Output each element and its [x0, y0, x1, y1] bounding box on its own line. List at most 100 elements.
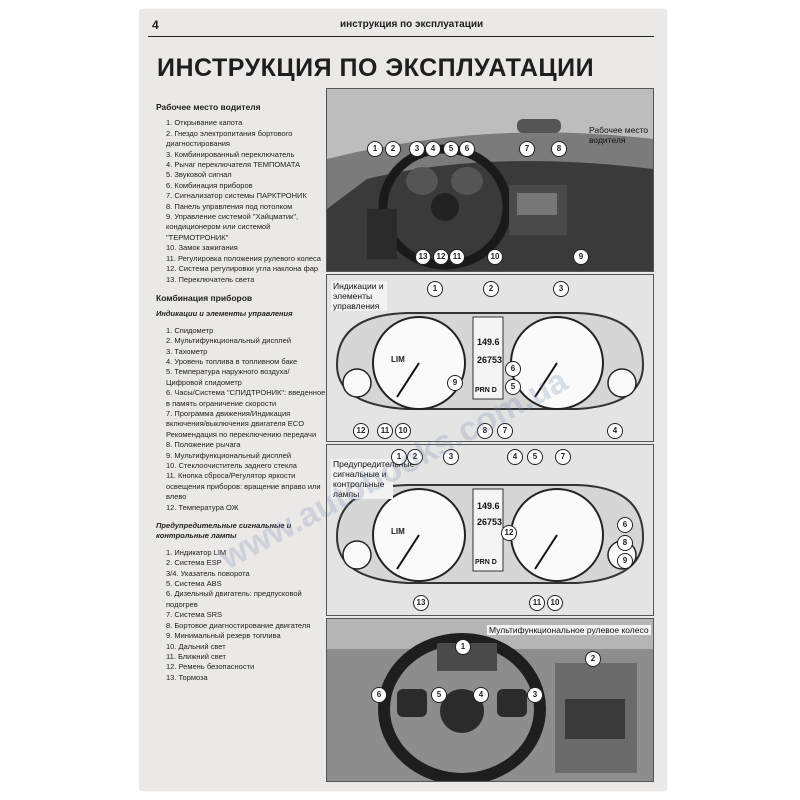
- figure-steering-wheel: Мультифункциональное рулевое колесо 1 2 …: [326, 618, 654, 782]
- fig2-callout-6: 6: [505, 361, 521, 377]
- fig1-callout-10: 10: [487, 249, 503, 265]
- cluster-list-item: 10. Стеклоочиститель заднего стекла: [166, 461, 297, 470]
- cluster-list-item: 9. Мультифункциональный дисплей: [166, 450, 292, 460]
- fig3-callout-13: 13: [413, 595, 429, 611]
- fig4-callout-1: 1: [455, 639, 471, 655]
- cluster-drawing-1: [335, 312, 645, 410]
- fig2-label: Индикации и элементы управления: [331, 281, 387, 311]
- fig3-display-speed: 149.6: [477, 501, 500, 511]
- fig1-callout-7: 7: [519, 141, 535, 157]
- fig1-callout-12: 12: [433, 249, 449, 265]
- fig3-callout-4: 4: [507, 449, 523, 465]
- fig3-callout-1: 1: [391, 449, 407, 465]
- fig2-display-gear: PRN D: [475, 387, 497, 394]
- cluster-list-item: 3. Тахометр: [166, 346, 208, 356]
- fig1-label: Рабочее место водителя: [589, 125, 649, 145]
- driver-list-item: 6. Комбинация приборов: [166, 180, 253, 190]
- text-column: Рабочее место водителя 1. Открывание кап…: [156, 100, 326, 683]
- warning-list-item: 2. Система ESP: [166, 558, 222, 568]
- fig1-callout-1: 1: [367, 141, 383, 157]
- figure-driver-workplace: Рабочее место водителя 1 2 3 4 5 6 7 8 9…: [326, 88, 654, 272]
- page-title: ИНСТРУКЦИЯ ПО ЭКСПЛУАТАЦИИ: [157, 54, 595, 82]
- fig2-callout-11: 11: [377, 423, 393, 439]
- fig2-callout-8: 8: [477, 423, 493, 439]
- fig3-callout-5: 5: [527, 449, 543, 465]
- driver-list-item: 5. Звуковой сигнал: [166, 170, 232, 180]
- driver-list-item: 4. Рычаг переключателя ТЕМПОМАТА: [166, 160, 301, 170]
- fig3-display-odo: 26753: [477, 517, 503, 527]
- driver-list-item: 12. Система регулировки угла наклона фар: [166, 264, 319, 274]
- fig2-callout-3: 3: [553, 281, 569, 297]
- fig2-callout-7: 7: [497, 423, 513, 439]
- cluster-list-item: 5. Температура наружного воздуха/Цифрово…: [166, 367, 290, 387]
- cluster-subheading: Индикации и элементы управления: [156, 309, 293, 319]
- cluster-drawing-2: [335, 484, 645, 584]
- cluster-list-item: 6. Часы/Система "СПИДТРОНИК": введенное …: [166, 388, 326, 408]
- fig3-callout-6: 6: [617, 517, 633, 533]
- warning-list-item: 3/4. Указатель поворота: [166, 568, 250, 578]
- fig3-callout-12: 12: [501, 525, 517, 541]
- fig2-callout-2: 2: [483, 281, 499, 297]
- fig4-callout-3: 3: [527, 687, 543, 703]
- driver-heading: Рабочее место водителя: [156, 102, 261, 112]
- fig2-callout-5: 5: [505, 379, 521, 395]
- warning-list-item: 12. Ремень безопасности: [166, 662, 255, 672]
- driver-list-item: 3. Комбинированный переключатель: [166, 149, 295, 159]
- fig4-label: Мультифункциональное рулевое колесо: [487, 625, 651, 635]
- warning-list-item: 6. Дизельный двигатель: предпусковой под…: [166, 589, 302, 609]
- fig3-callout-11: 11: [529, 595, 545, 611]
- fig1-callout-4: 4: [425, 141, 441, 157]
- driver-list-item: 1. Открывание капота: [166, 118, 243, 128]
- figure-warning-lamps: Предупредительные сигнальные и контрольн…: [326, 444, 654, 616]
- warning-list-item: 7. Система SRS: [166, 610, 223, 620]
- warning-list-item: 9. Минимальный резерв топлива: [166, 631, 281, 641]
- fig3-callout-9: 9: [617, 553, 633, 569]
- manual-page: 4 инструкция по эксплуатации ИНСТРУКЦИЯ …: [140, 10, 666, 790]
- figure-cluster-indications: Индикации и элементы управления 149.6 2 6…: [326, 274, 654, 442]
- driver-list-item: 9. Управление системой "Хайцматик", конд…: [166, 212, 299, 242]
- fig2-callout-1: 1: [427, 281, 443, 297]
- driver-list-item: 7. Сигнализатор системы ПАРКТРОНИК: [166, 191, 307, 201]
- fig3-callout-8: 8: [617, 535, 633, 551]
- cluster-list-item: 11. Кнопка сброса/Регулятор яркости осве…: [166, 471, 321, 502]
- fig3-callout-2: 2: [407, 449, 423, 465]
- driver-list-item: 8. Панель управления под потолком: [166, 201, 293, 211]
- driver-list-item: 10. Замок зажигания: [166, 243, 238, 253]
- fig1-callout-8: 8: [551, 141, 567, 157]
- fig2-lim: LIM: [391, 355, 405, 364]
- fig3-label: Предупредительные сигнальные и контрольн…: [331, 459, 415, 499]
- cluster-list-item: 12. Температура ОЖ: [166, 502, 239, 512]
- fig1-callout-9: 9: [573, 249, 589, 265]
- section-title: инструкция по эксплуатации: [340, 19, 484, 30]
- fig4-callout-4: 4: [473, 687, 489, 703]
- fig2-callout-10: 10: [395, 423, 411, 439]
- fig4-callout-5: 5: [431, 687, 447, 703]
- fig1-callout-13: 13: [415, 249, 431, 265]
- driver-list-item: 11. Регулировка положения рулевого колес…: [166, 253, 321, 263]
- cluster-list-item: 7. Программа движения/Индикация включени…: [166, 408, 317, 439]
- driver-list-item: 2. Гнездо электропитания бортового диагн…: [166, 128, 293, 149]
- warning-list-item: 13. Тормоза: [166, 672, 208, 682]
- warning-heading: Предупредительные сигнальные и контрольн…: [156, 521, 292, 541]
- driver-list-item: 13. Переключатель света: [166, 274, 255, 284]
- fig3-callout-7: 7: [555, 449, 571, 465]
- fig2-display-speed: 149.6: [477, 337, 500, 347]
- cluster-list-item: 8. Положение рычага: [166, 440, 241, 450]
- fig3-callout-3: 3: [443, 449, 459, 465]
- fig2-callout-12: 12: [353, 423, 369, 439]
- fig4-callout-6: 6: [371, 687, 387, 703]
- fig1-callout-2: 2: [385, 141, 401, 157]
- cluster-list-item: 2. Мультифункциональный дисплей: [166, 336, 292, 346]
- fig1-callout-6: 6: [459, 141, 475, 157]
- fig1-callout-5: 5: [443, 141, 459, 157]
- dashboard-photo: [327, 89, 653, 271]
- warning-list-item: 8. Бортовое диагностирование двигателя: [166, 620, 311, 630]
- warning-list-item: 1. Индикатор LIM: [166, 547, 227, 557]
- fig1-callout-3: 3: [409, 141, 425, 157]
- page-header: 4 инструкция по эксплуатации: [148, 14, 654, 37]
- fig3-callout-10: 10: [547, 595, 563, 611]
- fig3-lim: LIM: [391, 527, 405, 536]
